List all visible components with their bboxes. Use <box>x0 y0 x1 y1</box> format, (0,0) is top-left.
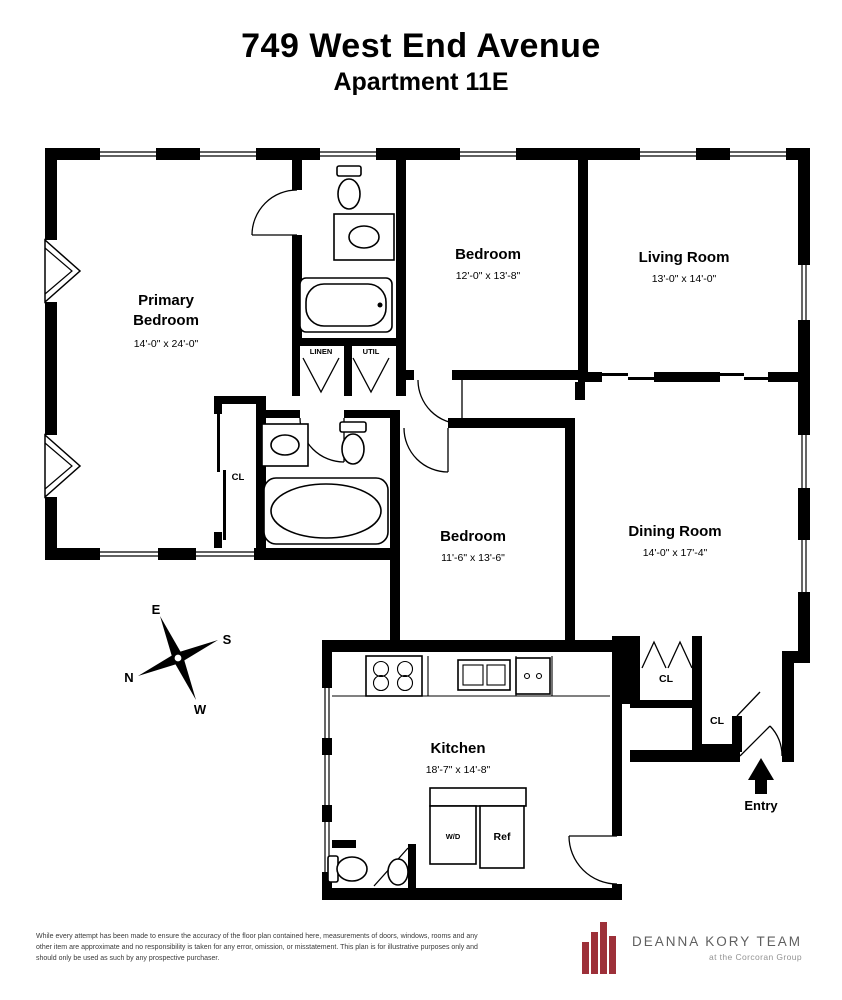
window <box>320 148 376 160</box>
door-swing <box>251 189 298 236</box>
refrigerator-box <box>479 805 525 869</box>
room-dims: 14'-0" x 24'-0" <box>134 338 199 350</box>
stove <box>365 655 423 697</box>
compass-east-label: E <box>152 602 161 617</box>
entry-closet-label: CL <box>710 715 725 727</box>
entry-closet-label: CL <box>659 673 674 685</box>
linen-closet-label: LINEN <box>310 347 333 356</box>
room-name: Bedroom <box>133 312 199 329</box>
closet-door <box>736 691 761 717</box>
sink-vanity <box>333 213 395 261</box>
door-swing <box>568 835 618 885</box>
bay-window <box>44 238 82 304</box>
kitchen-counter <box>332 656 610 697</box>
room-name: Bedroom <box>455 246 521 263</box>
brand-name: DEANNA KORY TEAM <box>631 934 802 949</box>
room-label-dining-room: Dining Room 14'-0" x 17'-4" <box>628 523 721 559</box>
room-label-kitchen: Kitchen 18'-7" x 14'-8" <box>426 740 491 776</box>
brand-text: DEANNA KORY TEAM at the Corcoran Group <box>632 934 802 962</box>
window <box>798 540 810 592</box>
window <box>200 148 256 160</box>
doors <box>217 189 783 887</box>
window <box>798 265 810 320</box>
window <box>798 435 810 488</box>
room-name: Living Room <box>639 249 730 266</box>
window <box>322 755 332 805</box>
room-dims: 11'-6" x 13'-6" <box>441 552 505 564</box>
utility-closet-label: UTIL <box>363 347 380 356</box>
brand-tagline: at the Corcoran Group <box>709 952 802 962</box>
entry-arrow <box>748 758 774 794</box>
entry-label: Entry <box>744 798 778 813</box>
compass-west-label: W <box>194 702 207 717</box>
bifold-door <box>641 640 693 669</box>
washer-dryer-box <box>429 805 477 865</box>
room-dims: 14'-0" x 17'-4" <box>643 547 708 559</box>
room-label-primary-bedroom: Primary Bedroom 14'-0" x 24'-0" <box>133 292 199 350</box>
disclaimer-text: While every attempt has been made to ens… <box>36 933 478 963</box>
room-dims: 12'-0" x 13'-8" <box>456 270 521 282</box>
bathtub <box>299 277 393 333</box>
room-name: Kitchen <box>430 740 485 757</box>
window <box>640 148 696 160</box>
compass-south-label: S <box>223 632 232 647</box>
primary-closet-label: CL <box>232 472 245 483</box>
room-name: Dining Room <box>628 523 721 540</box>
window <box>730 148 786 160</box>
windows <box>44 148 810 872</box>
room-labels: Primary Bedroom 14'-0" x 24'-0" Bedroom … <box>133 246 778 843</box>
sliding-closet-door <box>217 404 226 540</box>
pocket-door-panels <box>602 373 768 380</box>
bifold-door <box>352 357 390 394</box>
walls <box>45 148 810 900</box>
kitchen-sink <box>457 659 511 691</box>
window <box>100 148 156 160</box>
dishwasher <box>515 657 551 695</box>
compass-north-label: N <box>124 670 133 685</box>
entry-door-swing <box>739 725 783 757</box>
brand-block: DEANNA KORY TEAM at the Corcoran Group <box>581 922 802 974</box>
room-name: Bedroom <box>440 528 506 545</box>
window <box>100 548 158 560</box>
toilet <box>327 855 368 883</box>
room-dims: 18'-7" x 14'-8" <box>426 764 491 776</box>
toilet <box>336 165 362 210</box>
counter-shelf <box>429 787 527 807</box>
sink <box>387 858 409 886</box>
room-label-living-room: Living Room 13'-0" x 14'-0" <box>639 249 730 285</box>
washer-dryer-label: W/D <box>446 832 461 841</box>
window <box>196 548 254 560</box>
bay-window <box>44 433 82 499</box>
sink-vanity <box>261 423 309 467</box>
door-swing <box>417 379 463 425</box>
door-swing <box>403 427 449 473</box>
page-header: 749 West End Avenue Apartment 11E <box>0 27 842 97</box>
refrigerator-label: Ref <box>494 831 511 843</box>
window <box>460 148 516 160</box>
room-label-bedroom-top: Bedroom 12'-0" x 13'-8" <box>455 246 521 282</box>
bifold-door <box>302 357 340 394</box>
compass-rose: E S N W <box>124 602 231 717</box>
window <box>322 688 332 738</box>
room-name: Primary <box>138 292 195 309</box>
brand-logo <box>581 922 616 974</box>
page-subtitle: Apartment 11E <box>333 68 509 97</box>
soaking-tub <box>263 477 389 545</box>
fixtures <box>261 165 774 886</box>
room-label-bedroom-mid: Bedroom 11'-6" x 13'-6" <box>440 528 506 564</box>
page-title: 749 West End Avenue <box>241 27 601 65</box>
room-dims: 13'-0" x 14'-0" <box>652 273 717 285</box>
toilet <box>339 421 367 465</box>
